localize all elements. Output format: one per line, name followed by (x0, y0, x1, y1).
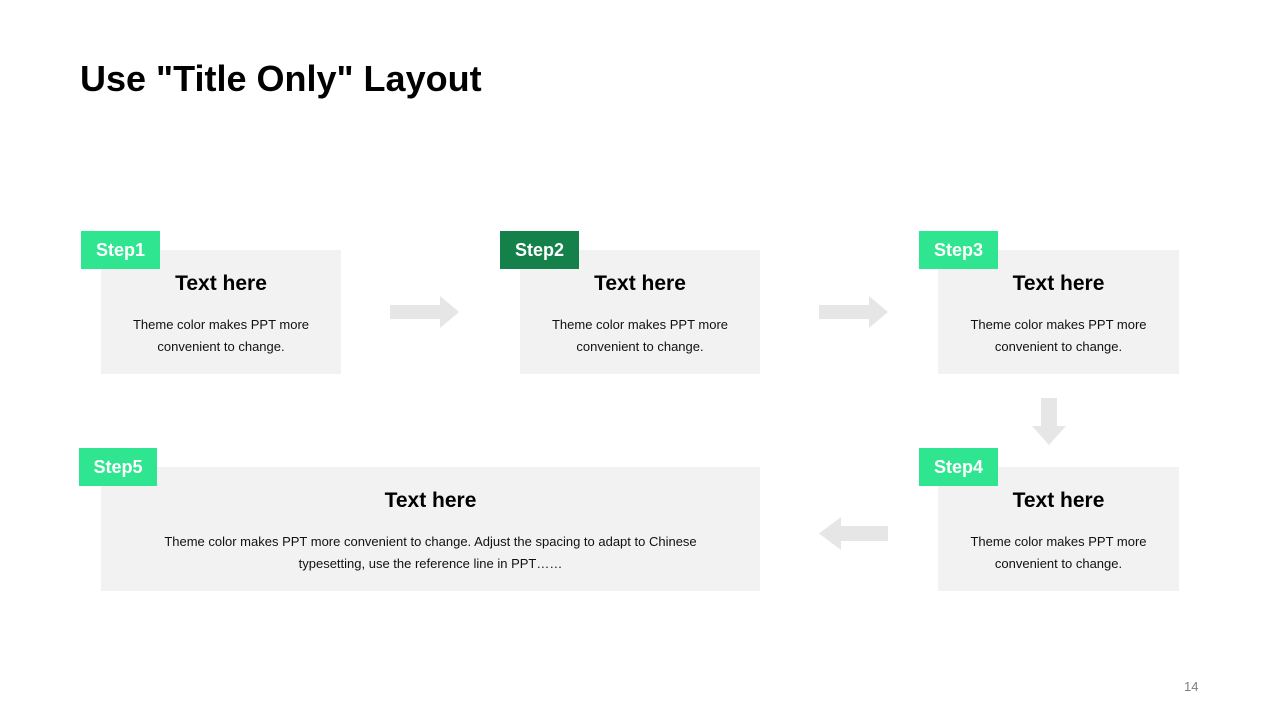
step1-tag: Step1 (81, 231, 160, 269)
step3-tag: Step3 (919, 231, 998, 269)
step4-tag: Step4 (919, 448, 998, 486)
step5-tag: Step5 (79, 448, 157, 486)
step5-card: Text here Theme color makes PPT more con… (101, 467, 760, 591)
step1-body-line: Theme color makes PPT more (132, 317, 310, 332)
step1-card: Text here Theme color makes PPT more con… (101, 250, 341, 374)
step2-tag: Step2 (500, 231, 579, 269)
arrow-step4-to-step5 (819, 517, 888, 550)
step2-body-line: Theme color makes PPT more (551, 317, 729, 332)
step3-body-line: convenient to change. (994, 339, 1123, 354)
step3-body: Theme color makes PPT more convenient to… (948, 314, 1169, 358)
step5-body-line: typesetting, use the reference line in P… (298, 556, 563, 571)
step2-heading: Text here (594, 272, 686, 295)
step3-heading: Text here (1012, 272, 1105, 295)
step4-card: Text here Theme color makes PPT more con… (938, 467, 1179, 591)
step1-heading: Text here (175, 272, 267, 295)
step1-body: Theme color makes PPT more convenient to… (111, 314, 331, 358)
step5-body-line: Theme color makes PPT more convenient to… (164, 534, 697, 549)
step2-body-line: convenient to change. (576, 339, 704, 354)
step4-body-line: Theme color makes PPT more (970, 534, 1147, 549)
step5-body: Theme color makes PPT more convenient to… (111, 531, 750, 575)
arrow-step1-to-step2 (390, 296, 459, 328)
step5-heading: Text here (384, 489, 477, 512)
step2-card: Text here Theme color makes PPT more con… (520, 250, 760, 374)
slide-title: Use "Title Only" Layout (80, 58, 482, 99)
step4-body-line: convenient to change. (994, 556, 1123, 571)
step3-body-line: Theme color makes PPT more (970, 317, 1147, 332)
arrow-step2-to-step3 (819, 296, 888, 328)
step4-body: Theme color makes PPT more convenient to… (948, 531, 1169, 575)
page-number: 14 (1184, 679, 1199, 694)
step1-body-line: convenient to change. (157, 339, 285, 354)
step3-card: Text here Theme color makes PPT more con… (938, 250, 1179, 374)
step2-body: Theme color makes PPT more convenient to… (530, 314, 750, 358)
arrow-step3-to-step4 (1032, 398, 1066, 445)
step4-heading: Text here (1012, 489, 1105, 512)
